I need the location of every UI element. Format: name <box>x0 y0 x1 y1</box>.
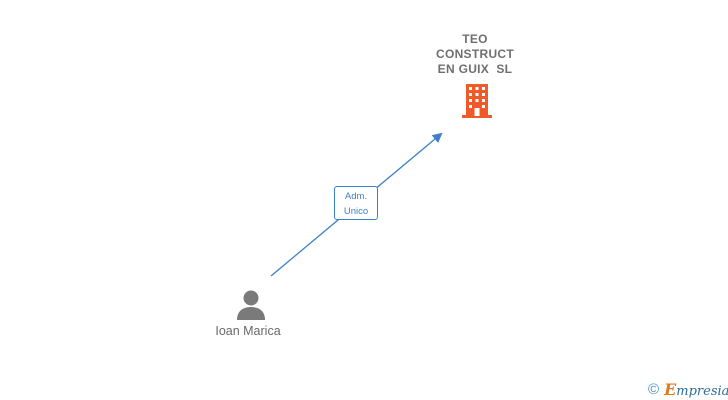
copyright-icon: © <box>648 380 660 398</box>
relation-label-line-1: Adm. <box>344 191 368 202</box>
brand-logo: © Empresia <box>648 379 728 399</box>
brand-rest: mpresia <box>676 383 728 399</box>
company-name-line-1: TEO <box>462 32 488 46</box>
building-icon[interactable] <box>460 83 494 119</box>
person-icon[interactable] <box>235 289 267 321</box>
relation-label-line-2: Unico <box>343 206 369 217</box>
company-name-line-3: EN GUIX SL <box>437 62 513 76</box>
company-name[interactable]: TEO CONSTRUCT EN GUIX SL <box>420 32 530 77</box>
person-name[interactable]: Ioan Marica <box>215 324 281 338</box>
brand-initial: E <box>664 379 677 399</box>
relation-label[interactable]: Adm. Unico <box>334 186 378 220</box>
brand-name: Empresia <box>664 380 728 399</box>
company-name-line-2: CONSTRUCT <box>435 47 515 61</box>
company-node[interactable]: TEO CONSTRUCT EN GUIX SL <box>420 32 530 77</box>
